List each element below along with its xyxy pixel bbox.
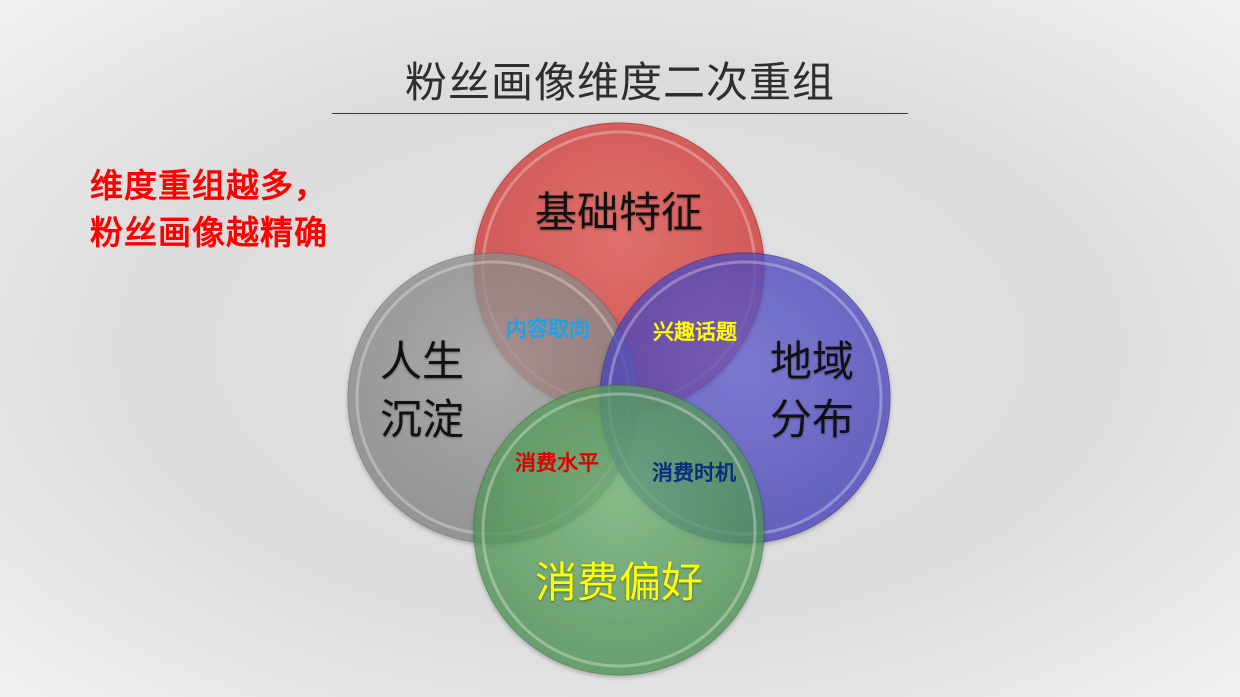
label-life-line-1: 人生 xyxy=(379,337,464,386)
callout-line-2: 粉丝画像越精确 xyxy=(90,213,328,252)
slide-title: 粉丝画像维度二次重组 xyxy=(404,58,835,107)
label-region-distribution: 地域 分布 xyxy=(762,333,862,449)
label-interest-topics: 兴趣话题 xyxy=(653,320,737,344)
callout-line-1: 维度重组越多， xyxy=(90,166,328,205)
label-consumption-timing: 消费时机 xyxy=(652,461,736,485)
label-consumption-level: 消费水平 xyxy=(515,451,599,475)
callout-text: 维度重组越多， 粉丝画像越精确 xyxy=(90,162,328,256)
label-region-line-2: 分布 xyxy=(769,395,854,444)
label-content-orientation: 内容取向 xyxy=(506,317,590,341)
label-life-accumulation: 人生 沉淀 xyxy=(372,333,472,449)
circle-consumption-preference xyxy=(473,384,765,676)
label-consumption-preference: 消费偏好 xyxy=(534,558,703,607)
title-underline xyxy=(332,113,908,114)
label-basic-features: 基础特征 xyxy=(534,188,703,237)
label-region-line-1: 地域 xyxy=(769,337,854,386)
label-life-line-2: 沉淀 xyxy=(379,395,464,444)
